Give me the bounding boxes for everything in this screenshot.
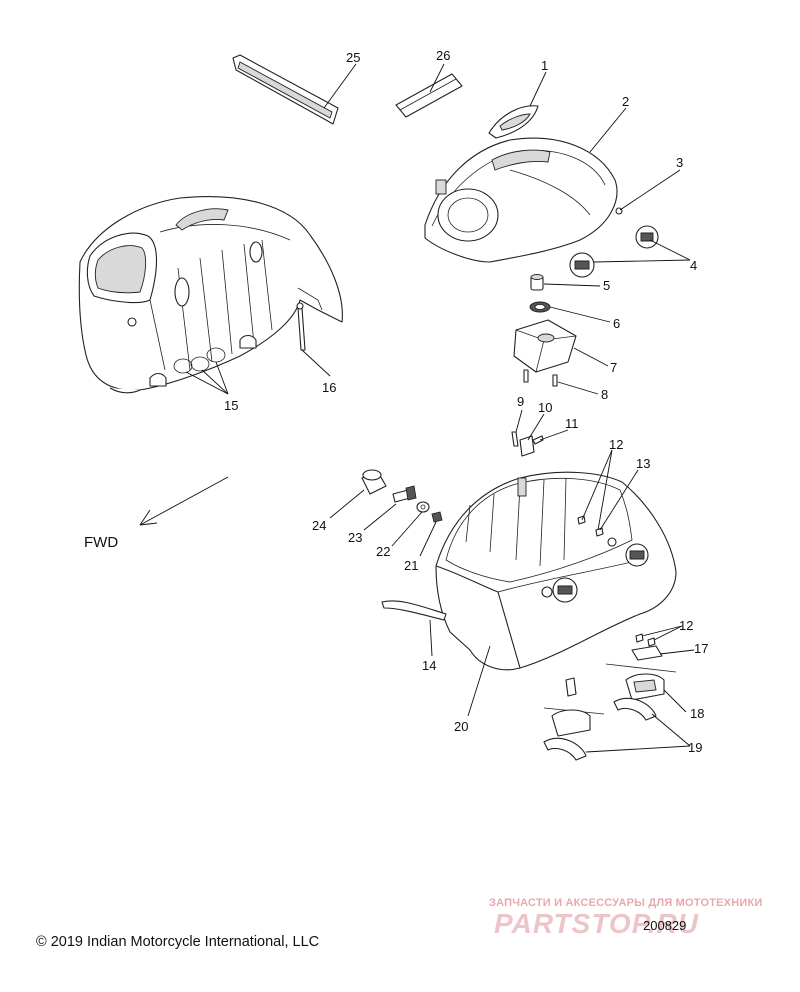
part-14-trim-strip [381,600,447,621]
part-17-plate [543,645,677,715]
callout-1: 1 [541,58,548,73]
callout-3: 3 [676,155,683,170]
callout-2: 2 [622,94,629,109]
callout-17: 17 [694,641,708,656]
part-7-latch-housing [513,319,577,373]
part-9-bolt [511,431,519,447]
callout-18: 18 [690,706,704,721]
part-19-mount-pad [543,697,657,761]
callout-9: 9 [517,394,524,409]
callout-4: 4 [690,258,697,273]
callout-25: 25 [346,50,360,65]
part-26-seal-strip [395,73,463,118]
callout-12: 12 [609,437,623,452]
part-12-screw-lower [635,633,656,647]
fwd-label: FWD [84,534,118,551]
callout-7: 7 [610,360,617,375]
part-8-screw [523,369,558,387]
part-22-washer [416,501,430,513]
callout-8: 8 [601,387,608,402]
callout-16: 16 [322,380,336,395]
part-4-latch-knob [569,225,659,278]
callout-26: 26 [436,48,450,63]
part-1-latch-cover [488,105,539,139]
callout-12-lower: 12 [679,618,693,633]
callout-23: 23 [348,530,362,545]
part-5-lock-cylinder [530,274,544,291]
callout-19: 19 [688,740,702,755]
part-25-trim-strip [232,54,339,125]
watermark-tagline: ЗАПЧАСТИ И АКСЕССУАРЫ ДЛЯ МОТОТЕХНИКИ [489,897,763,909]
callout-22: 22 [376,544,390,559]
leader-lines [185,63,695,753]
callout-11: 11 [565,416,579,431]
callout-10: 10 [538,400,552,415]
callout-13: 13 [636,456,650,471]
part-20-saddlebag-body [435,471,677,671]
callout-15: 15 [224,398,238,413]
part-6-o-ring [529,301,551,313]
callout-6: 6 [613,316,620,331]
part-2-saddlebag-lid [424,137,618,263]
part-18-mount-block [551,673,665,737]
callout-labels: 1 2 3 4 5 6 7 8 9 10 11 12 12 13 14 15 1… [224,48,708,755]
fwd-arrow [139,476,229,526]
copyright-notice: © 2019 Indian Motorcycle International, … [36,934,320,950]
watermark-logo: PARTSTOP.RU [494,908,699,939]
part-11-screw [532,435,544,445]
part-16-pin [296,302,306,351]
part-10-bracket [519,435,535,457]
saddlebag-assembly-left [78,196,343,394]
part-21-nut [431,511,443,523]
part-23-bolt [392,485,417,503]
callout-20: 20 [454,719,468,734]
callout-21: 21 [404,558,418,573]
drawing-number: 200829 [643,918,687,933]
callout-5: 5 [603,278,610,293]
callout-24: 24 [312,518,326,533]
callout-14: 14 [422,658,436,673]
part-24-bushing [361,469,387,495]
